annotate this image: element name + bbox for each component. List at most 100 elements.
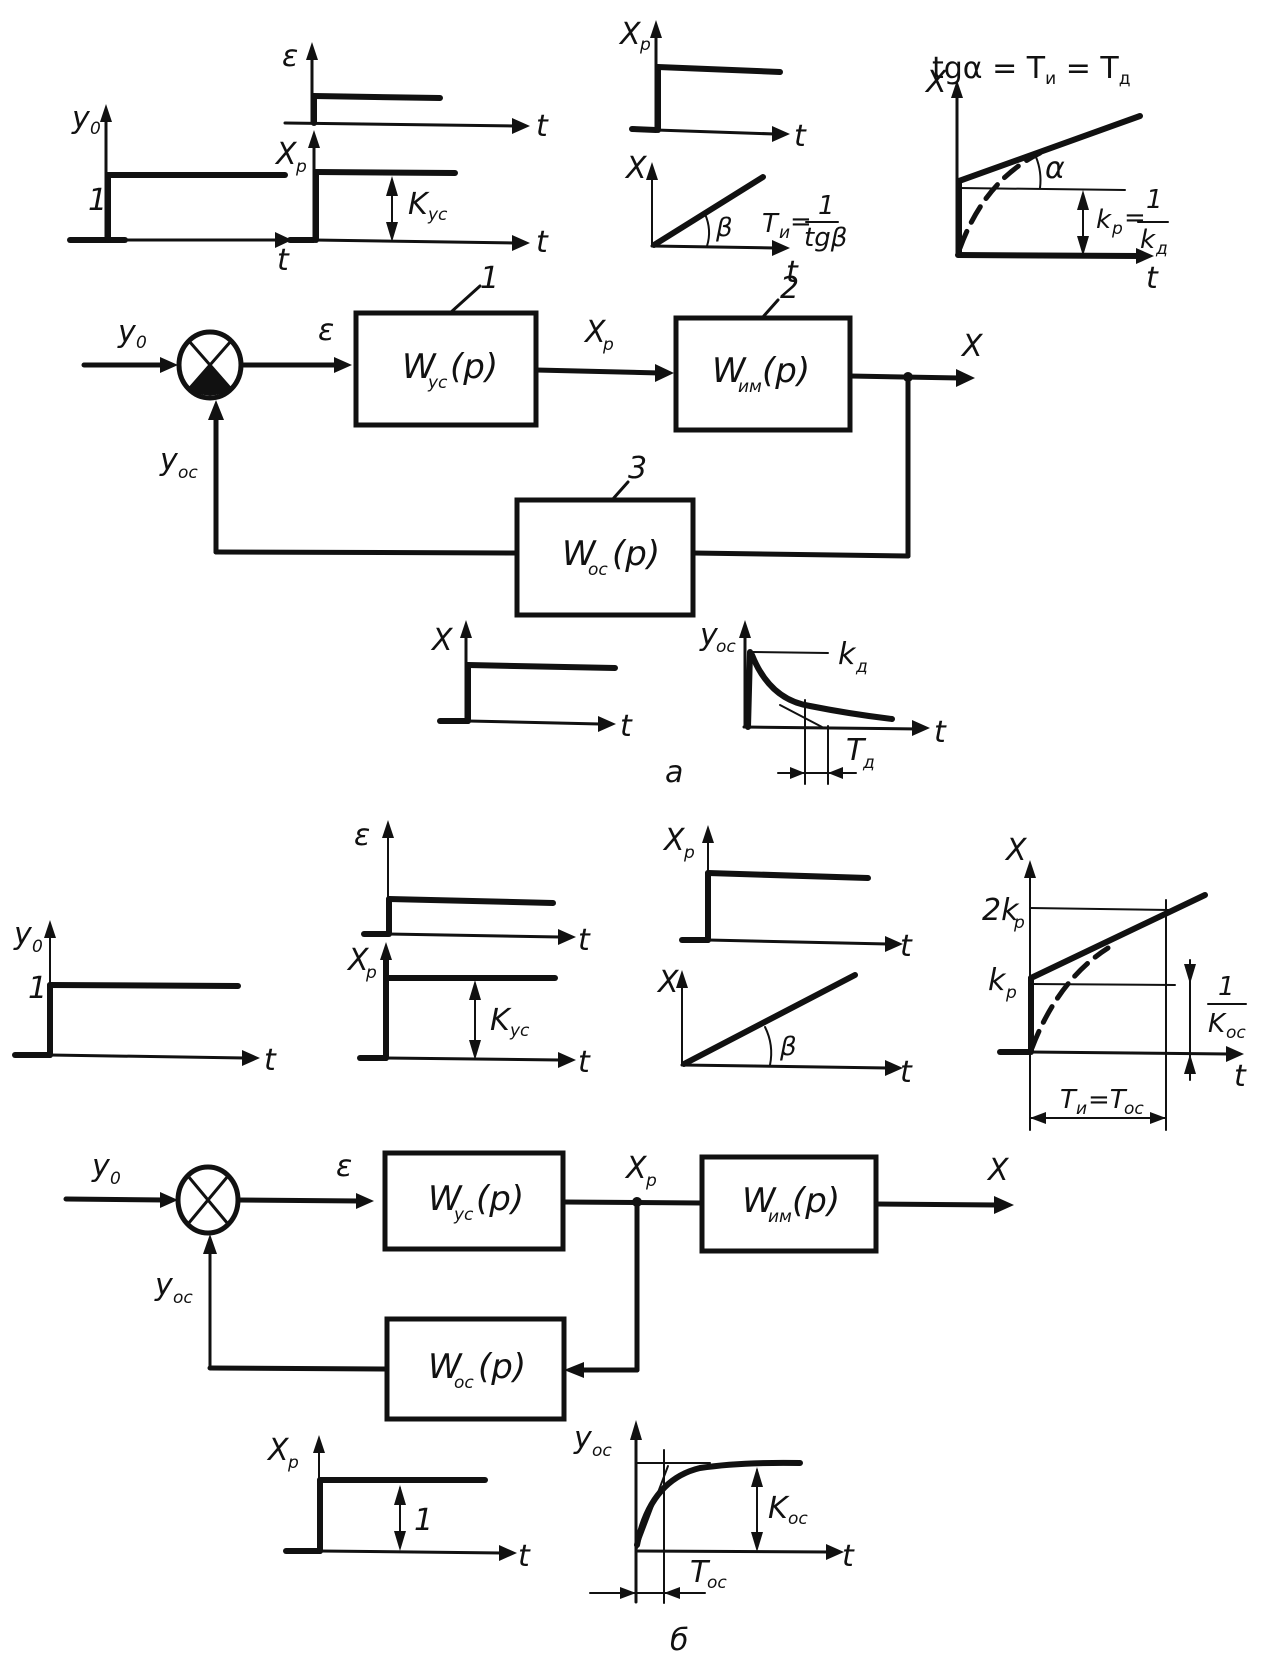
kp-level-line	[958, 187, 1126, 191]
t-axis-label: t	[934, 715, 947, 750]
frac-denominator-sub: ос	[1226, 1023, 1246, 1043]
angle-arc	[704, 213, 711, 247]
t-axis-label: t	[842, 1539, 855, 1574]
t-axis-arrow-icon	[512, 118, 530, 134]
block-1-arg: (p)	[450, 347, 498, 387]
level-label: 1	[28, 971, 47, 1006]
t-axis-label: t	[794, 119, 807, 154]
kd-level-line	[751, 651, 829, 654]
y-axis-label-sub: р	[365, 963, 377, 983]
y-axis-label: X	[624, 151, 648, 186]
step-level	[705, 870, 871, 881]
t-axis-arrow-icon	[558, 1052, 576, 1068]
pid-title-formula: tgα = Tи = Tд	[932, 51, 1131, 89]
t-axis	[283, 121, 517, 128]
y-axis-label-sub: 0	[32, 937, 43, 957]
dimension-arrow-up-icon	[386, 176, 398, 196]
dimension-arrow-right-icon	[1150, 1112, 1166, 1124]
dimension-arrow-down-icon	[751, 1532, 763, 1552]
error-label: ε	[336, 1149, 352, 1184]
t-axis-arrow-icon	[558, 929, 576, 945]
negative-sector	[189, 365, 231, 396]
formula-denominator: tgβ	[804, 223, 847, 253]
block-2-leader	[760, 298, 780, 320]
input-arrow-icon	[160, 1192, 178, 1208]
graph-a-x-ramp: X β t T и = 1 tgβ	[624, 151, 847, 290]
t-axis	[318, 1549, 504, 1555]
formula-eq: =	[790, 207, 812, 237]
block-actuator-name: W	[742, 1181, 777, 1221]
block-2-actuator	[673, 315, 853, 433]
t-axis-arrow-icon	[1226, 1046, 1244, 1062]
t-axis-arrow-icon	[1136, 248, 1154, 264]
t-axis	[1028, 1050, 1232, 1056]
panel-a: y 0 1 t ε t X	[67, 17, 1169, 790]
y-axis-label-sub: ос	[592, 1441, 612, 1461]
dimension-arrow-up-icon	[469, 980, 481, 1000]
y-axis-label: X	[346, 943, 370, 978]
t-axis-label: t	[786, 255, 799, 290]
feedback-label: y	[159, 443, 179, 478]
block-1-number: 1	[480, 261, 499, 296]
step-level	[47, 982, 241, 989]
t-axis-label: t	[536, 109, 549, 144]
t-axis-arrow-icon	[772, 240, 790, 256]
dimension-arrow-up-icon	[1077, 190, 1089, 210]
ramp-line	[681, 972, 858, 1067]
time-label: T	[1060, 1085, 1078, 1115]
y-axis-arrow-icon	[308, 130, 320, 148]
block-actuator	[699, 1154, 879, 1254]
koc-label-sub: ос	[788, 1509, 808, 1529]
graph-a-x-pid: X tgα = Tи = Tд α k р = 1 k д t	[924, 51, 1169, 296]
t-axis	[654, 128, 777, 136]
dimension-arrow-down-icon	[386, 222, 398, 242]
angle-arc	[764, 1026, 773, 1066]
kd-label: k	[838, 637, 857, 672]
y-axis-arrow-icon	[313, 1435, 325, 1453]
t-axis	[312, 238, 517, 245]
2kp-level-line	[1029, 907, 1171, 911]
level-label: 1	[88, 183, 107, 218]
block-3-arg: (p)	[612, 534, 660, 574]
block-3-number: 3	[628, 451, 647, 486]
kp-denominator-sub: д	[1155, 239, 1168, 259]
block-controller-arg: (p)	[476, 1179, 524, 1219]
block-2-name: W	[712, 351, 747, 391]
t-axis-label: t	[536, 225, 549, 260]
y-axis-arrow-icon	[44, 920, 56, 938]
graph-a-xp-gain: X р K ус t	[274, 130, 549, 260]
t-axis-label: t	[518, 1539, 531, 1574]
y-axis-arrow-icon	[460, 620, 472, 638]
t-axis	[706, 938, 890, 946]
angle-label: α	[1045, 151, 1065, 186]
integral-time-formula: T и = 1 tgβ	[762, 191, 847, 253]
graph-b-xp-step: X р t	[662, 823, 913, 964]
y-axis-label: y	[699, 618, 719, 653]
t-axis	[386, 932, 562, 939]
y-axis-label: X	[618, 17, 642, 52]
angle-arc	[1035, 156, 1042, 189]
output-label: X	[960, 329, 984, 364]
xp-arrow-icon	[655, 364, 674, 382]
block-controller-sub: ус	[453, 1205, 474, 1225]
dimension-arrow-up-icon	[394, 1485, 406, 1505]
formula-numerator: 1	[818, 191, 835, 221]
block-feedback-name: W	[428, 1347, 463, 1387]
y-axis-label-sub: 0	[90, 119, 101, 139]
error-line	[235, 1197, 363, 1204]
block-2-arg: (p)	[762, 351, 810, 391]
feedback-right-line	[690, 550, 911, 559]
dimension-arrow-down-icon	[394, 1531, 406, 1551]
block-1-sub: ус	[427, 373, 448, 393]
summing-junction	[176, 329, 244, 401]
block-controller-name: W	[428, 1179, 463, 1219]
time-label-sub1: и	[1076, 1099, 1087, 1119]
real-response-curve	[1029, 945, 1111, 1051]
axis-baseline	[629, 126, 659, 133]
block-feedback-sub: ос	[454, 1373, 474, 1393]
kp-label-sub: р	[1111, 219, 1123, 239]
kp-label: k	[1096, 205, 1112, 235]
td-label-sub: д	[862, 753, 875, 773]
graph-b-xp-gain: X р K ус t	[346, 942, 591, 1080]
t-axis-arrow-icon	[499, 1545, 517, 1561]
